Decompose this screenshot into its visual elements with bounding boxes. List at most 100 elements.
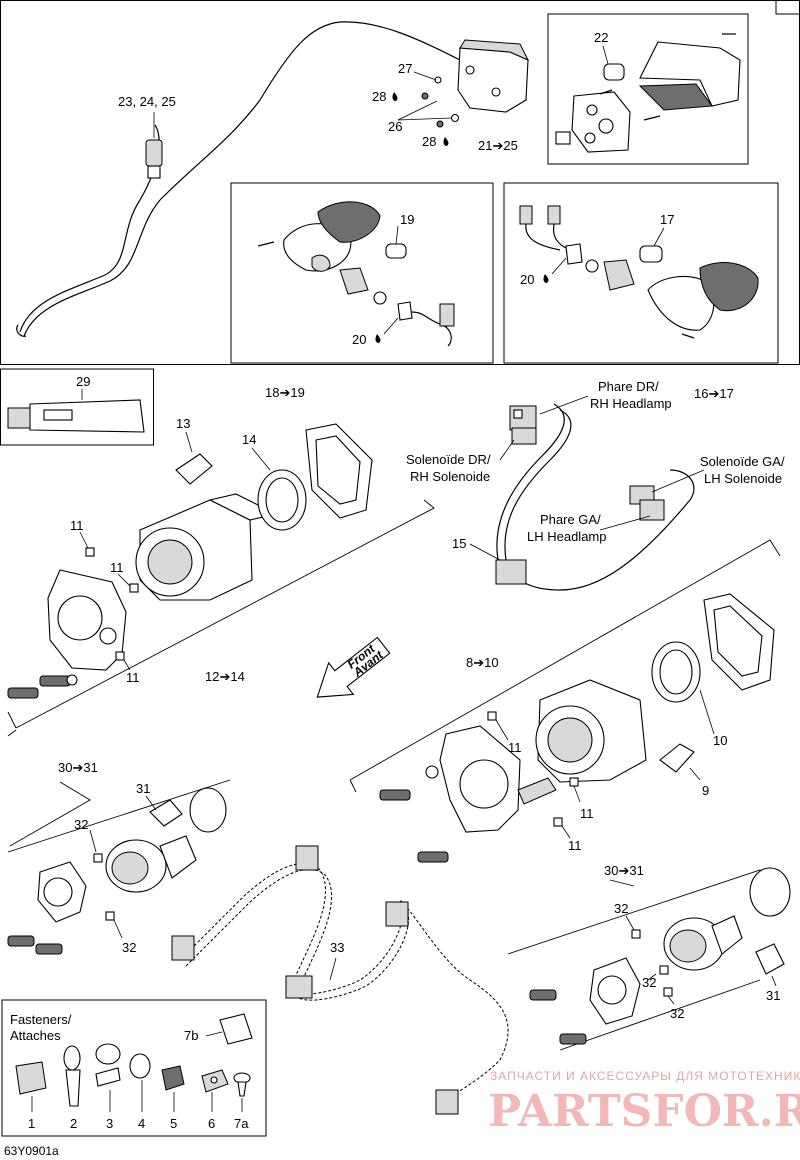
plate-hole-2 [598, 118, 614, 134]
label-21-25: 21➔25 [478, 138, 518, 153]
bulb-13 [175, 453, 213, 485]
leader-11c [123, 659, 131, 671]
screw-11a [85, 547, 95, 557]
bracket-line-30-31a [7, 729, 231, 853]
front-arrow: Front Avant [316, 636, 391, 698]
label-29: 29 [76, 374, 90, 389]
headlamp-lens-rh [547, 717, 593, 763]
leader-32c [625, 915, 635, 931]
harness-33-group: 33 [171, 845, 509, 1115]
connector-15-main [495, 559, 527, 585]
fastener-3-base [95, 1067, 121, 1087]
fastener-2-strap [65, 1069, 81, 1107]
fastener-1-icon [15, 1061, 47, 1095]
adjuster-rh-1 [379, 789, 411, 801]
label-20b: 20 [520, 272, 534, 287]
tail-light-top [459, 39, 530, 62]
harness-33-b [185, 869, 410, 1001]
plate-hole-3 [584, 132, 596, 144]
sealant-label [43, 409, 73, 421]
label-18-19: 18➔19 [265, 385, 305, 400]
foglamp-bracket-hole-rh [597, 975, 627, 1005]
label-5: 5 [170, 1116, 177, 1131]
fastener-7a-stem [237, 1081, 247, 1097]
leader-20a [383, 317, 399, 335]
screw-22b [643, 115, 661, 121]
grommet-rh [373, 291, 387, 305]
label-10: 10 [713, 733, 727, 748]
harness-33-connector-1 [171, 935, 195, 961]
fasteners-title-2: Attaches [10, 1028, 61, 1043]
lh-headlamp-fr: Phare GA/ [540, 512, 601, 527]
leader-rh-headlamp [539, 395, 589, 415]
plate-hole-1 [586, 104, 598, 116]
fastener-3-icon [95, 1043, 121, 1065]
harness-wire-end [16, 324, 27, 337]
inset-16-17 [503, 182, 779, 364]
screw-17 [681, 333, 695, 339]
leader-26a [397, 100, 438, 121]
fastener-4-icon [129, 1053, 151, 1079]
leader-lh-headlamp [599, 515, 651, 531]
label-4: 4 [138, 1116, 145, 1131]
wire-20b [525, 223, 571, 251]
seal-ring-14-inner [265, 477, 299, 523]
headlamp-rh-group: 8➔10 10 9 11 11 11 [349, 539, 781, 863]
screw-32c [631, 929, 641, 939]
headlamp-frame-rh-inner [713, 605, 763, 677]
leader-32e [667, 995, 675, 1005]
screw-32b [105, 911, 115, 921]
drop-icon-28b [443, 137, 449, 146]
leader-11f [561, 825, 571, 839]
fasteners-box [1, 999, 267, 1137]
leader-lh-solenoid [651, 469, 705, 493]
grommet-lh [585, 259, 599, 273]
bracket-small-hole-lh [99, 627, 117, 645]
bracket-hole-lh [57, 595, 103, 641]
foglamp-rh-group: 30➔31 31 32 32 32 [507, 863, 791, 1051]
bulb-31a [149, 799, 183, 827]
screw-11c [115, 651, 125, 661]
socket-20a [397, 301, 413, 321]
label-13: 13 [176, 416, 190, 431]
inset-29 [0, 368, 154, 446]
turn-signal-reflector-rh [317, 201, 381, 243]
turn-signal-lens-lh [647, 275, 715, 331]
leader-15 [469, 543, 501, 561]
fastener-6-hole [210, 1076, 218, 1084]
turn-signal-socket-rh [311, 254, 331, 272]
label-33: 33 [330, 940, 344, 955]
harness-33-connector-4 [285, 975, 313, 999]
inset-22 [547, 13, 749, 165]
connector-rh-headlamp-pin [513, 409, 523, 419]
bracket-line-12-14 [15, 499, 435, 729]
label-8-10: 8➔10 [466, 655, 499, 670]
bracket-line-8-10 [349, 539, 781, 781]
label-11c: 11 [126, 670, 140, 685]
leader-11b [117, 573, 131, 587]
nut-26 [450, 113, 460, 123]
bracket-line-30-31a-b [9, 781, 91, 847]
harness-wire-23 [19, 124, 160, 333]
drop-icon-20b [543, 274, 549, 283]
adjuster-rh-2 [417, 851, 449, 863]
foglamp-cap-lh [189, 787, 227, 833]
label-15: 15 [452, 536, 466, 551]
plate-socket [555, 131, 571, 145]
harness-15-group: 15 Phare DR/ RH Headlamp Solenoïde DR/ R… [406, 379, 785, 591]
harness-33-connector-2 [295, 845, 319, 871]
fog-adjuster-lh-2 [35, 943, 63, 955]
socket-20b [565, 243, 583, 265]
figure-code: 63Y0901a [4, 1144, 59, 1158]
watermark-site: PARTSFOR.RU [488, 1086, 800, 1137]
foglamp-cap-rh [749, 867, 791, 917]
label-2: 2 [70, 1116, 77, 1131]
connector-rh-solenoid [511, 427, 537, 445]
seal-ring-10-inner [659, 649, 693, 695]
bracket-arm-rh [517, 777, 557, 805]
label-23-24-25: 23, 24, 25 [118, 94, 176, 109]
fastener-2-icon [63, 1045, 81, 1071]
headlamp-lens-lh [147, 539, 193, 585]
sealant-group: 29 [0, 368, 154, 446]
label-32e: 32 [670, 1006, 684, 1021]
